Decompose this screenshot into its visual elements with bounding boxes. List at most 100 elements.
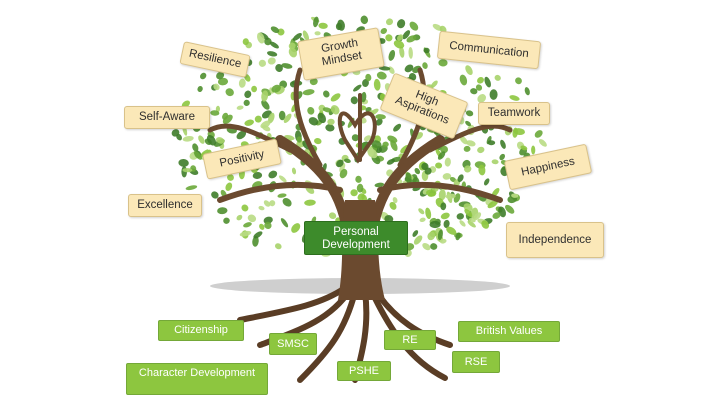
leaf-mark xyxy=(363,135,372,142)
leaf-mark xyxy=(268,112,275,124)
leaf-mark xyxy=(252,236,259,247)
leaf-mark xyxy=(307,106,315,115)
leaf-mark xyxy=(457,174,464,183)
leaf-mark xyxy=(200,72,207,80)
leaf-mark xyxy=(440,145,448,154)
leaf-mark xyxy=(376,71,387,80)
leaf-mark xyxy=(192,143,199,152)
leaf-mark xyxy=(483,178,490,186)
leaf-mark xyxy=(396,34,404,41)
leaf-mark xyxy=(225,88,234,97)
leaf-mark xyxy=(253,231,263,239)
leaf-mark xyxy=(426,189,437,197)
leaf-mark xyxy=(252,172,263,179)
leaf-mark xyxy=(512,127,518,138)
leaf-mark xyxy=(438,59,448,67)
value-box-independence: Independence xyxy=(506,222,604,258)
leaf-mark xyxy=(418,208,425,215)
leaf-mark xyxy=(477,77,484,84)
leaf-mark xyxy=(292,33,302,41)
leaf-mark xyxy=(283,113,292,123)
value-box-teamwork: Teamwork xyxy=(478,102,550,126)
leaf-mark xyxy=(459,74,468,86)
leaf-mark xyxy=(317,112,327,124)
leaf-mark xyxy=(414,167,421,175)
leaf-mark xyxy=(373,78,381,91)
leaf-mark xyxy=(217,77,229,86)
leaf-mark xyxy=(258,59,266,67)
leaf-mark xyxy=(281,63,293,69)
leaf-mark xyxy=(327,118,335,126)
leaf-mark xyxy=(378,66,391,71)
leaf-mark xyxy=(215,105,221,113)
leaf-mark xyxy=(267,51,278,57)
leaf-mark xyxy=(350,96,358,105)
leaf-mark xyxy=(492,212,501,219)
leaf-mark xyxy=(413,235,423,245)
leaf-mark xyxy=(277,193,287,198)
leaf-mark xyxy=(408,47,413,59)
leaf-mark xyxy=(515,77,522,85)
leaf-mark xyxy=(505,204,515,214)
leaf-mark xyxy=(463,145,471,152)
leaf-mark xyxy=(193,151,203,160)
root-box-re: RE xyxy=(384,330,436,350)
leaf-mark xyxy=(425,207,432,220)
leaf-mark xyxy=(356,183,364,193)
leaf-mark xyxy=(404,64,414,73)
leaf-mark xyxy=(499,153,506,161)
leaf-mark xyxy=(247,214,257,223)
leaf-mark xyxy=(464,209,473,217)
leaf-mark xyxy=(269,41,279,49)
leaf-mark xyxy=(375,114,386,120)
leaf-mark xyxy=(467,220,476,228)
leaf-mark xyxy=(336,159,344,168)
leaf-mark xyxy=(438,189,446,201)
leaf-mark xyxy=(350,189,358,197)
leaf-mark xyxy=(385,18,394,26)
leaf-mark xyxy=(268,170,278,179)
leaf-mark xyxy=(243,222,252,228)
leaf-mark xyxy=(251,85,258,93)
leaf-mark xyxy=(464,165,472,173)
leaf-mark xyxy=(288,42,296,50)
value-box-excellence: Excellence xyxy=(128,194,202,218)
leaf-mark xyxy=(445,193,456,199)
leaf-mark xyxy=(244,119,254,126)
leaf-mark xyxy=(442,173,452,180)
leaf-mark xyxy=(343,158,351,164)
leaf-mark xyxy=(429,220,441,229)
leaf-mark xyxy=(440,202,447,211)
leaf-mark xyxy=(406,35,417,43)
root-box-rse: RSE xyxy=(452,351,500,373)
leaf-mark xyxy=(222,112,229,120)
leaf-mark xyxy=(489,89,498,100)
leaf-mark xyxy=(211,191,219,199)
leaf-mark xyxy=(258,205,265,211)
leaf-mark xyxy=(465,110,474,117)
leaf-mark xyxy=(288,47,298,58)
leaf-mark xyxy=(385,34,393,42)
leaf-mark xyxy=(422,242,431,251)
leaf-mark xyxy=(280,218,289,228)
leaf-mark xyxy=(361,91,367,103)
root-box-british-values: British Values xyxy=(458,321,560,342)
leaf-mark xyxy=(468,217,476,223)
leaf-mark xyxy=(446,226,457,235)
leaf-mark xyxy=(440,212,450,220)
leaf-mark xyxy=(437,229,443,241)
leaf-mark xyxy=(236,105,244,110)
leaf-mark xyxy=(271,84,281,93)
leaf-mark xyxy=(384,215,394,223)
root-box-character-development: Character Development xyxy=(126,363,268,395)
leaf-mark xyxy=(396,19,406,29)
leaf-mark xyxy=(419,217,426,222)
leaf-mark xyxy=(210,110,220,116)
leaf-mark xyxy=(367,146,374,157)
leaf-mark xyxy=(439,238,447,244)
leaf-mark xyxy=(511,193,519,198)
leaf-mark xyxy=(437,151,446,160)
root-box-pshe: PSHE xyxy=(337,361,391,381)
leaf-mark xyxy=(313,16,319,28)
leaf-mark xyxy=(263,200,271,207)
